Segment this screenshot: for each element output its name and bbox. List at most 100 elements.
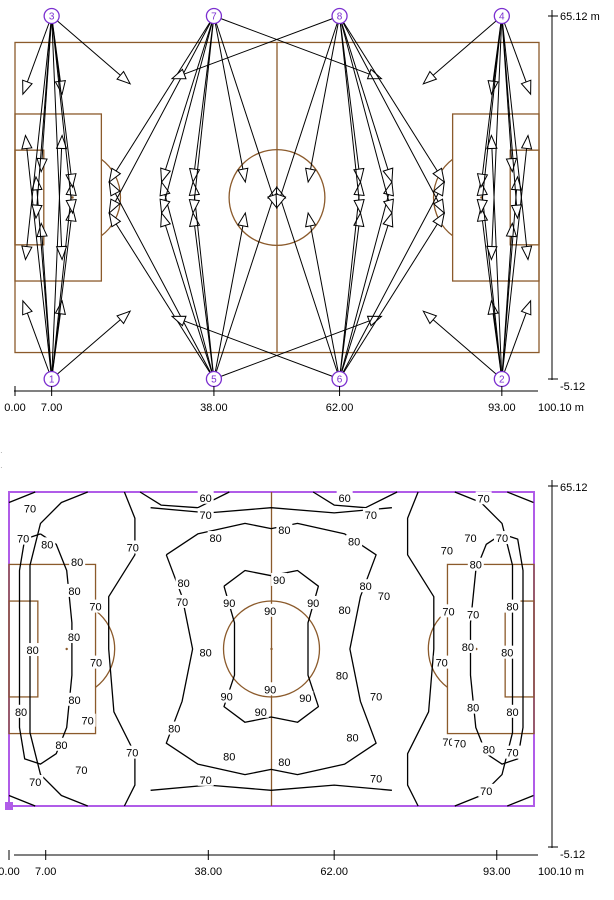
aiming-arrowhead — [36, 157, 48, 174]
aiming-line — [213, 225, 244, 380]
contour-label: 80 — [278, 757, 290, 769]
contour-label: 80 — [360, 581, 372, 593]
aiming-arrowhead — [520, 79, 532, 96]
contour-label: 70 — [454, 739, 466, 751]
contour-label-bg — [297, 691, 314, 705]
contour-line — [507, 491, 534, 504]
contour-label: 70 — [126, 748, 138, 760]
pole-label: 6 — [337, 375, 343, 386]
pole-marker — [43, 7, 60, 25]
contour-label: 80 — [71, 557, 83, 569]
left-penalty-arc — [95, 610, 116, 688]
contour-label: 70 — [176, 597, 188, 609]
x-tick-label: 93.00 — [488, 402, 516, 414]
contour-label: 90 — [255, 707, 267, 719]
contour-label-bg — [271, 572, 288, 586]
aiming-arrowhead — [21, 245, 33, 261]
aiming-arrowhead — [275, 193, 287, 210]
aiming-arrowhead — [432, 211, 445, 228]
aiming-arrowhead — [36, 221, 48, 238]
y-bottom-label-bottom: -5.12 — [560, 849, 585, 861]
aiming-arrowhead — [170, 68, 187, 80]
aiming-line — [339, 193, 439, 380]
aiming-line — [339, 15, 439, 202]
aiming-line — [339, 15, 360, 170]
contour-label: 70 — [75, 765, 87, 777]
contour-label-bg — [124, 540, 141, 554]
aiming-line — [164, 15, 215, 201]
aiming-arrowhead — [505, 157, 518, 174]
aiming-line — [339, 15, 438, 172]
contour-label: 80 — [346, 732, 358, 744]
aiming-line — [491, 15, 503, 247]
aiming-line — [310, 225, 341, 380]
pole-marker — [493, 7, 510, 25]
contour-label-bg — [478, 783, 495, 797]
pole-label: 5 — [211, 375, 217, 386]
contour-label-bg — [462, 531, 479, 545]
contour-label: 80 — [339, 605, 351, 617]
contour-label: 80 — [68, 695, 80, 707]
aiming-arrowhead — [520, 245, 533, 261]
contour-label-bg — [504, 704, 521, 718]
aiming-line — [339, 15, 390, 201]
contour-label: 90 — [307, 598, 319, 610]
contour-label-bg — [262, 603, 279, 617]
aiming-line — [213, 15, 370, 75]
aiming-line — [339, 15, 389, 170]
contour-label-bg — [480, 742, 497, 756]
aiming-arrowhead — [108, 167, 122, 184]
aiming-arrowhead — [65, 173, 77, 189]
contour-label-bg — [334, 668, 351, 682]
contour-label: 90 — [299, 693, 311, 705]
contour-label-bg — [465, 700, 482, 714]
pole-label: 8 — [337, 12, 343, 23]
contour-label-bg — [465, 607, 482, 621]
contour-label: 80 — [470, 560, 482, 572]
contour-label-bg — [499, 645, 516, 659]
aiming-arrowhead — [65, 198, 77, 215]
contour-label: 70 — [365, 510, 377, 522]
aiming-arrowhead — [432, 198, 445, 215]
contour-label: 70 — [478, 493, 490, 505]
aiming-arrowhead — [476, 180, 489, 197]
aiming-arrowhead — [108, 211, 122, 228]
aiming-line — [26, 148, 53, 380]
contour-label-bg — [452, 736, 469, 750]
contour-label-bg — [88, 655, 105, 669]
x-tick-label: 38.00 — [195, 866, 223, 878]
contour-label: 70 — [370, 692, 382, 704]
aiming-line — [432, 319, 503, 380]
left-penalty-arc — [100, 158, 122, 237]
separator-dot: · — [0, 448, 3, 457]
contour-label: 70 — [442, 737, 454, 749]
aiming-line — [164, 194, 215, 380]
contour-label-bg — [174, 594, 191, 608]
x-tick-label: 62.00 — [320, 866, 348, 878]
aiming-arrowhead — [505, 221, 518, 238]
aiming-line — [36, 189, 53, 380]
aiming-arrowhead — [188, 198, 201, 215]
aiming-line — [194, 15, 215, 170]
contour-label: 70 — [370, 773, 382, 785]
contour-label-bg — [87, 599, 104, 613]
x-tick-label: 0.00 — [0, 866, 20, 878]
aiming-arrowhead — [432, 167, 445, 184]
contour-line — [139, 491, 230, 509]
contour-lines — [5, 491, 534, 810]
left-goal-box — [14, 149, 45, 246]
contour-label-bg — [467, 557, 484, 571]
contour-label-bg — [494, 531, 511, 545]
aiming-line — [213, 15, 274, 196]
aiming-line — [339, 225, 360, 380]
contour-label: 80 — [200, 648, 212, 660]
aiming-arrowhead — [188, 211, 201, 228]
contour-label-bg — [197, 508, 214, 522]
aiming-line — [280, 199, 341, 380]
contour-label-bg — [504, 599, 521, 613]
